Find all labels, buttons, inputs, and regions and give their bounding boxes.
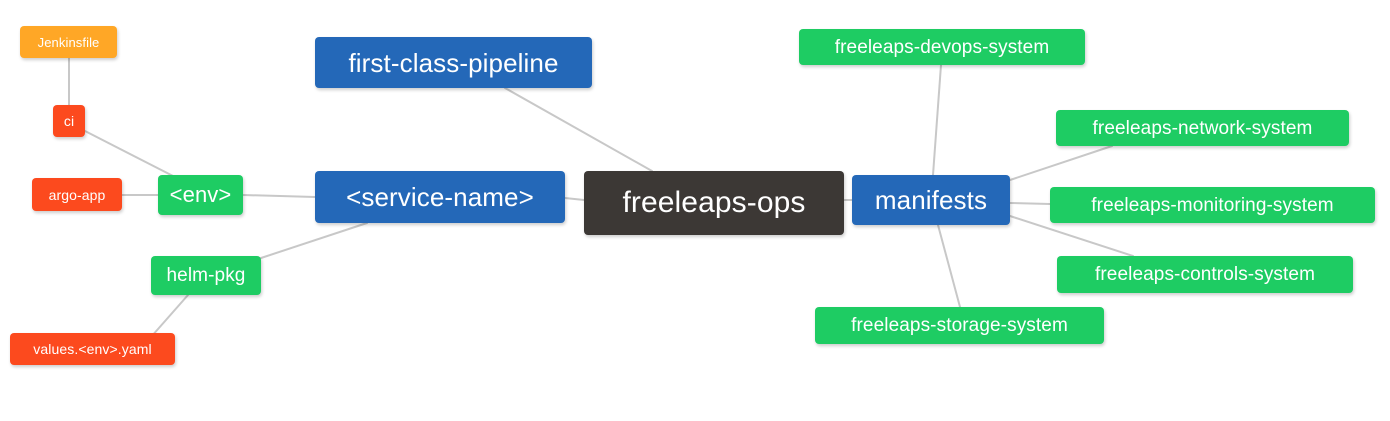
edge-helm-pkg-to-service-name	[260, 222, 368, 259]
node-label-service-name: <service-name>	[346, 182, 534, 212]
node-helm-pkg[interactable]: helm-pkg	[151, 256, 261, 295]
edge-manifests-to-monitoring-sys	[1009, 202, 1051, 205]
edge-env-to-service-name	[242, 194, 316, 198]
node-label-monitoring-sys: freeleaps-monitoring-system	[1091, 194, 1334, 216]
node-manifests[interactable]: manifests	[852, 175, 1010, 225]
edge-values-yaml-to-helm-pkg	[150, 294, 189, 338]
edge-manifests-to-storage-sys	[937, 224, 961, 308]
node-storage-sys[interactable]: freeleaps-storage-system	[815, 307, 1104, 344]
node-first-class[interactable]: first-class-pipeline	[315, 37, 592, 88]
edge-first-class-to-freeleaps-ops	[504, 87, 653, 172]
node-label-controls-sys: freeleaps-controls-system	[1094, 264, 1316, 285]
node-ci[interactable]: ci	[53, 105, 85, 137]
edge-ci-to-env	[84, 130, 176, 178]
node-label-env: <env>	[169, 182, 232, 207]
node-label-storage-sys: freeleaps-storage-system	[851, 315, 1068, 336]
node-network-sys[interactable]: freeleaps-network-system	[1056, 110, 1349, 146]
node-label-ci: ci	[63, 113, 75, 129]
node-devops-sys[interactable]: freeleaps-devops-system	[799, 29, 1085, 65]
edge-manifests-to-network-sys	[1009, 145, 1113, 181]
edge-service-name-to-freeleaps-ops	[564, 197, 585, 201]
node-label-jenkinsfile: Jenkinsfile	[37, 34, 100, 50]
node-service-name[interactable]: <service-name>	[315, 171, 565, 223]
node-label-manifests: manifests	[874, 185, 988, 215]
node-label-devops-sys: freeleaps-devops-system	[834, 36, 1050, 58]
node-label-argo-app: argo-app	[48, 186, 106, 203]
node-monitoring-sys[interactable]: freeleaps-monitoring-system	[1050, 187, 1375, 223]
node-label-network-sys: freeleaps-network-system	[1092, 117, 1313, 139]
node-env[interactable]: <env>	[158, 175, 243, 215]
node-argo-app[interactable]: argo-app	[32, 178, 122, 211]
node-controls-sys[interactable]: freeleaps-controls-system	[1057, 256, 1353, 293]
node-label-freeleaps-ops: freeleaps-ops	[622, 186, 806, 219]
node-label-values-yaml: values.<env>.yaml	[33, 341, 152, 357]
node-label-first-class: first-class-pipeline	[348, 47, 559, 78]
node-freeleaps-ops[interactable]: freeleaps-ops	[584, 171, 844, 235]
node-label-helm-pkg: helm-pkg	[166, 265, 246, 286]
node-values-yaml[interactable]: values.<env>.yaml	[10, 333, 175, 365]
node-jenkinsfile[interactable]: Jenkinsfile	[20, 26, 117, 58]
edge-manifests-to-devops-sys	[932, 64, 942, 176]
